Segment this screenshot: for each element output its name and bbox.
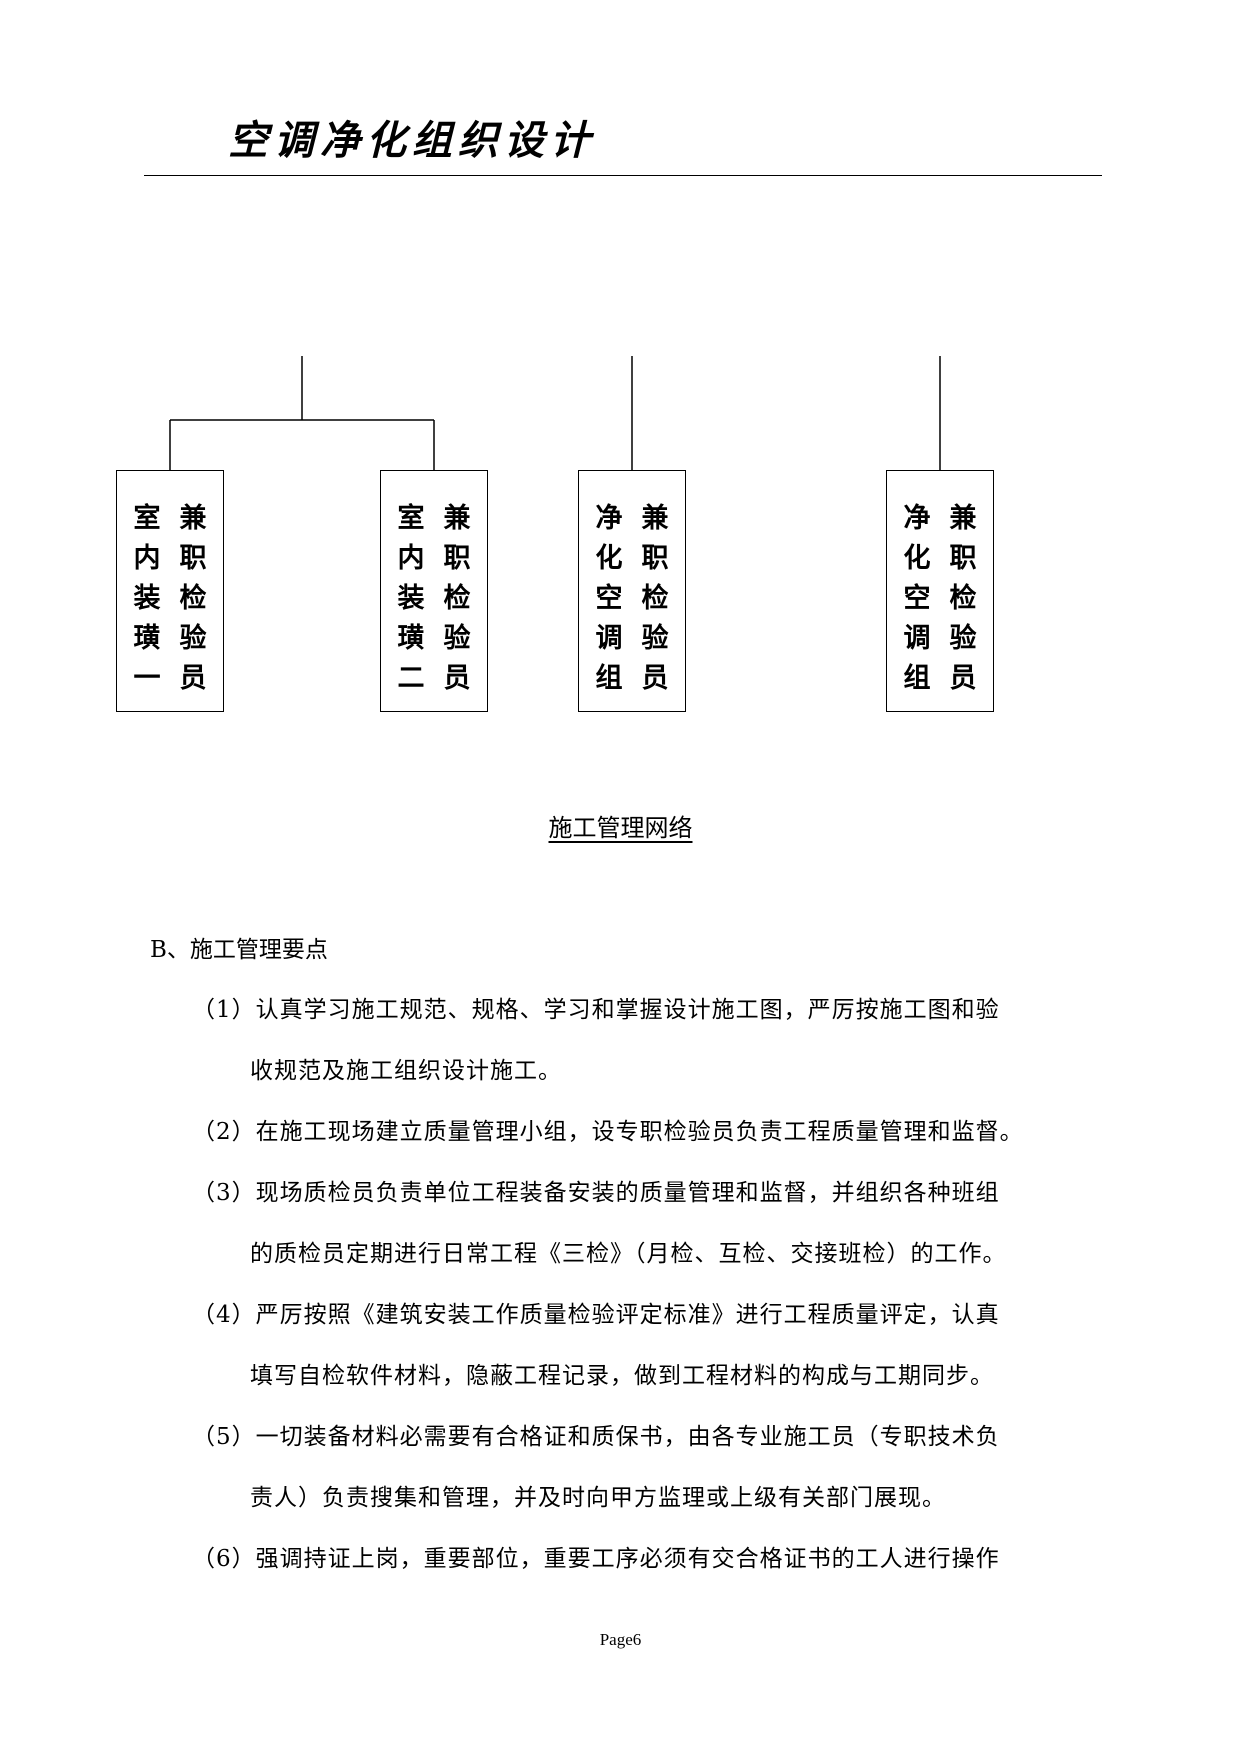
paragraph-line: （5）一切装备材料必需要有合格证和质保书，由各专业施工员（专职技术负: [192, 1424, 1000, 1450]
org-box-char: 兼: [641, 503, 669, 534]
paragraph-line: 收规范及施工组织设计施工。: [250, 1058, 562, 1084]
org-box-char: 兼: [949, 503, 977, 534]
org-box-char: 璜: [133, 623, 161, 654]
org-box-char: 一: [133, 663, 161, 694]
org-box-char: 净: [903, 503, 931, 534]
org-box-char: 组: [595, 663, 623, 694]
org-box-char: 内: [133, 543, 161, 574]
org-box-char: 检: [443, 583, 471, 614]
header-divider: [144, 175, 1102, 176]
paragraph-line: 的质检员定期进行日常工程《三检》（月检、互检、交接班检）的工作。: [250, 1241, 1007, 1267]
org-box-char: 空: [903, 583, 931, 614]
org-box-char: 验: [641, 623, 669, 654]
org-box-hvac-purification-2: 净 化 空 调 组 兼 职 检 验 员: [886, 470, 994, 712]
org-box-char: 职: [641, 543, 669, 574]
section-heading: B、施工管理要点: [150, 937, 328, 963]
org-box-char: 二: [397, 663, 425, 694]
paragraph-line: 责人）负责搜集和管理，并及时向甲方监理或上级有关部门展现。: [250, 1485, 946, 1511]
org-box-char: 璜: [397, 623, 425, 654]
org-box-char: 化: [903, 543, 931, 574]
org-chart: 室 内 装 璜 一 兼 职 检 验 员 室 内 装 璜 二 兼 职 检 验 员: [0, 0, 1241, 760]
org-box-char: 员: [641, 663, 669, 694]
org-box-char: 职: [179, 543, 207, 574]
org-box-char: 验: [949, 623, 977, 654]
org-box-char: 职: [949, 543, 977, 574]
org-box-char: 室: [133, 503, 161, 534]
paragraph-line: （2）在施工现场建立质量管理小组，设专职检验员负责工程质量管理和监督。: [192, 1119, 1024, 1145]
org-box-char: 兼: [443, 503, 471, 534]
paragraph-line: 填写自检软件材料，隐蔽工程记录，做到工程材料的构成与工期同步。: [250, 1363, 994, 1389]
org-box-char: 净: [595, 503, 623, 534]
org-box-char: 检: [641, 583, 669, 614]
org-box-char: 员: [443, 663, 471, 694]
org-box-label-column: 净 化 空 调 组: [589, 499, 629, 699]
org-box-char: 装: [133, 583, 161, 614]
org-box-char: 员: [179, 663, 207, 694]
org-box-interior-decoration-1: 室 内 装 璜 一 兼 职 检 验 员: [116, 470, 224, 712]
page-number: Page6: [599, 1630, 642, 1649]
org-box-char: 室: [397, 503, 425, 534]
org-box-char: 调: [595, 623, 623, 654]
org-box-role-column: 兼 职 检 验 员: [437, 499, 477, 699]
org-box-char: 验: [179, 623, 207, 654]
org-box-char: 组: [903, 663, 931, 694]
paragraph-line: （1）认真学习施工规范、规格、学习和掌握设计施工图，严厉按施工图和验: [192, 997, 1000, 1023]
org-box-role-column: 兼 职 检 验 员: [173, 499, 213, 699]
document-header-title: 空调净化组织设计: [228, 117, 596, 164]
org-box-label-column: 净 化 空 调 组: [897, 499, 937, 699]
org-box-label-column: 室 内 装 璜 一: [127, 499, 167, 699]
org-box-char: 内: [397, 543, 425, 574]
org-box-char: 化: [595, 543, 623, 574]
org-box-char: 员: [949, 663, 977, 694]
org-box-char: 检: [179, 583, 207, 614]
org-box-char: 装: [397, 583, 425, 614]
org-box-interior-decoration-2: 室 内 装 璜 二 兼 职 检 验 员: [380, 470, 488, 712]
org-box-char: 验: [443, 623, 471, 654]
org-box-role-column: 兼 职 检 验 员: [943, 499, 983, 699]
org-box-char: 职: [443, 543, 471, 574]
org-box-role-column: 兼 职 检 验 员: [635, 499, 675, 699]
org-chart-connectors: [169, 356, 941, 470]
org-chart-caption: 施工管理网络: [0, 808, 1241, 843]
paragraph-line: （4）严厉按照《建筑安装工作质量检验评定标准》进行工程质量评定，认真: [192, 1302, 1000, 1328]
org-box-hvac-purification-1: 净 化 空 调 组 兼 职 检 验 员: [578, 470, 686, 712]
org-chart-caption-text: 施工管理网络: [548, 814, 693, 842]
paragraph-line: （3）现场质检员负责单位工程装备安装的质量管理和监督，并组织各种班组: [192, 1180, 1000, 1206]
paragraph-line: （6）强调持证上岗，重要部位，重要工序必须有交合格证书的工人进行操作: [192, 1546, 1000, 1572]
org-box-char: 检: [949, 583, 977, 614]
org-box-label-column: 室 内 装 璜 二: [391, 499, 431, 699]
org-box-char: 空: [595, 583, 623, 614]
org-box-char: 兼: [179, 503, 207, 534]
org-box-char: 调: [903, 623, 931, 654]
